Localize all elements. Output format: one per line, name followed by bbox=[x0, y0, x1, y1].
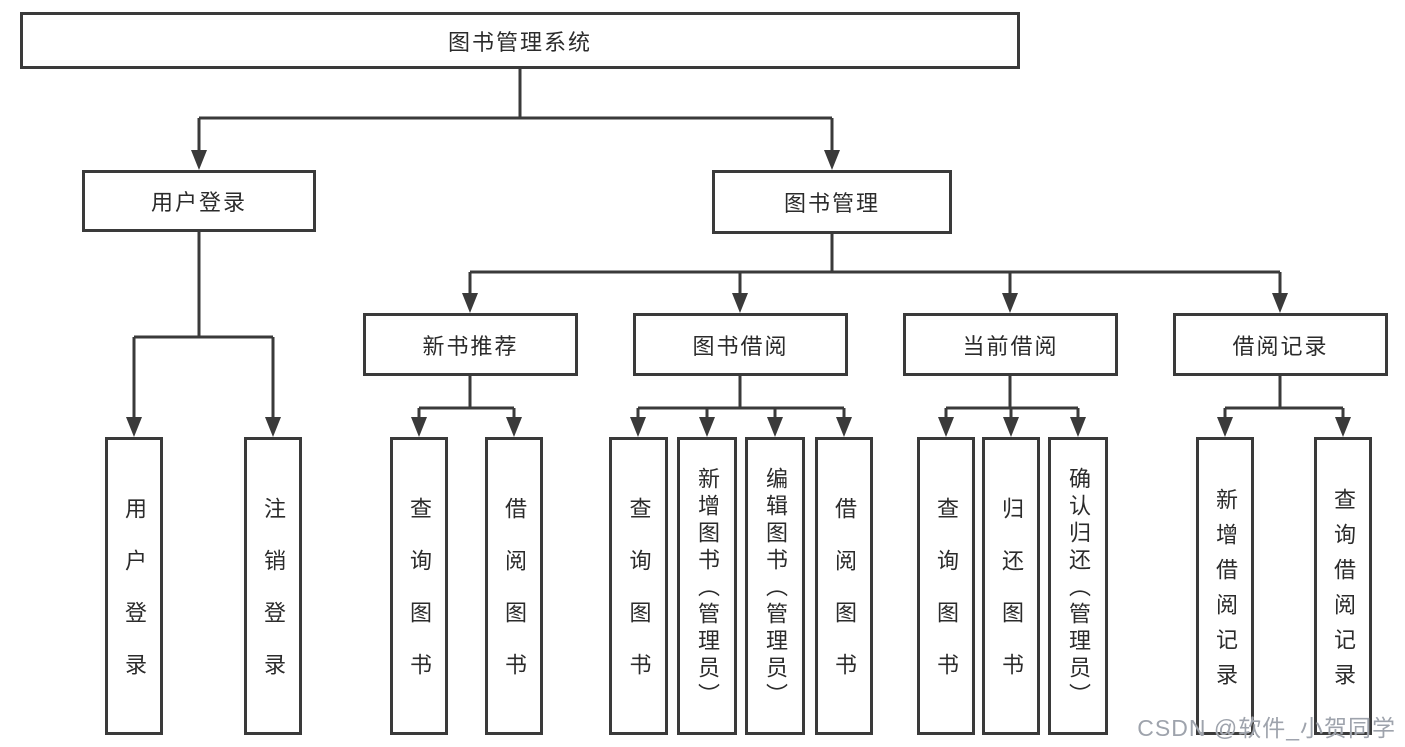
leaf-label: 编辑图书（管理员） bbox=[763, 467, 788, 710]
leaf-label: 新增借阅记录 bbox=[1213, 487, 1238, 698]
leaf-label: 查询图书 bbox=[407, 497, 432, 705]
node-borrow-records: 借阅记录 bbox=[1173, 313, 1388, 376]
arrowhead-down-icon bbox=[1335, 417, 1351, 437]
node-user-login: 用户登录 bbox=[82, 170, 316, 232]
leaf-label: 确认归还（管理员） bbox=[1066, 467, 1091, 710]
node-book-management: 图书管理 bbox=[712, 170, 952, 234]
leaf-label: 用户登录 bbox=[122, 497, 147, 705]
arrowhead-down-icon bbox=[506, 417, 522, 437]
leaf-label: 查询图书 bbox=[626, 497, 652, 705]
arrowhead-down-icon bbox=[938, 417, 954, 437]
node-leaf-query-books-1: 查询图书 bbox=[390, 437, 448, 735]
leaf-label: 查询借阅记录 bbox=[1331, 487, 1356, 698]
leaf-label: 注销登录 bbox=[261, 497, 286, 705]
node-new-book-recommend: 新书推荐 bbox=[363, 313, 578, 376]
node-leaf-logout: 注销登录 bbox=[244, 437, 302, 735]
node-leaf-confirm-return-admin: 确认归还（管理员） bbox=[1048, 437, 1108, 735]
leaf-label: 归还图书 bbox=[999, 497, 1024, 705]
node-leaf-query-books-3: 查询图书 bbox=[917, 437, 975, 735]
node-book-borrow: 图书借阅 bbox=[633, 313, 848, 376]
arrowhead-down-icon bbox=[630, 417, 646, 437]
node-leaf-add-book-admin: 新增图书（管理员） bbox=[677, 437, 737, 735]
node-leaf-add-borrow-record: 新增借阅记录 bbox=[1196, 437, 1254, 735]
node-leaf-edit-book-admin: 编辑图书（管理员） bbox=[745, 437, 805, 735]
leaf-label: 借阅图书 bbox=[502, 497, 527, 705]
node-current-borrow: 当前借阅 bbox=[903, 313, 1118, 376]
node-leaf-return-books: 归还图书 bbox=[982, 437, 1040, 735]
arrowhead-down-icon bbox=[1217, 417, 1233, 437]
leaf-label: 借阅图书 bbox=[832, 497, 857, 705]
arrowhead-down-icon bbox=[699, 417, 715, 437]
arrowhead-down-icon bbox=[411, 417, 427, 437]
arrowhead-down-icon bbox=[265, 417, 281, 437]
arrowhead-down-icon bbox=[824, 150, 840, 170]
arrowhead-down-icon bbox=[732, 293, 748, 313]
arrowhead-down-icon bbox=[1272, 293, 1288, 313]
arrowhead-down-icon bbox=[767, 417, 783, 437]
arrowhead-down-icon bbox=[836, 417, 852, 437]
arrowhead-down-icon bbox=[1070, 417, 1086, 437]
arrowhead-down-icon bbox=[191, 150, 207, 170]
arrowhead-down-icon bbox=[126, 417, 142, 437]
arrowhead-down-icon bbox=[1003, 417, 1019, 437]
leaf-label: 查询图书 bbox=[934, 497, 959, 705]
node-leaf-query-books-2: 查询图书 bbox=[609, 437, 668, 735]
node-leaf-borrow-books-2: 借阅图书 bbox=[815, 437, 873, 735]
node-leaf-user-login: 用户登录 bbox=[105, 437, 163, 735]
node-leaf-query-borrow-record: 查询借阅记录 bbox=[1314, 437, 1372, 735]
node-leaf-borrow-books-1: 借阅图书 bbox=[485, 437, 543, 735]
leaf-label: 新增图书（管理员） bbox=[695, 467, 720, 710]
arrowhead-down-icon bbox=[462, 293, 478, 313]
node-root: 图书管理系统 bbox=[20, 12, 1020, 69]
arrowhead-down-icon bbox=[1002, 293, 1018, 313]
watermark: CSDN @软件_小贺同学 bbox=[1137, 715, 1396, 741]
